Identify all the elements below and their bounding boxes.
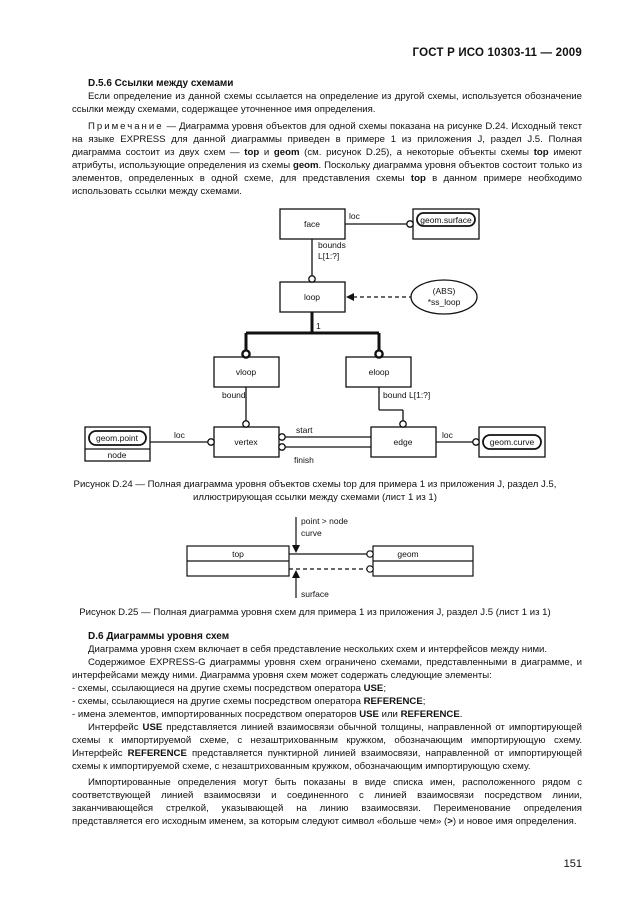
start-label: start xyxy=(296,425,313,435)
figure-d24-diagram: face loop vloop eloop vertex edge geom.s… xyxy=(84,208,546,465)
section-title-d6: D.6 Диаграммы уровня схем xyxy=(88,631,230,642)
arrowhead xyxy=(292,545,300,553)
paragraph: Интерфейс USE представляется линией взаи… xyxy=(72,722,583,772)
vloop-label: vloop xyxy=(236,367,257,377)
geom-curve-label: geom.curve xyxy=(490,437,535,447)
geom-point-label: geom.point xyxy=(96,433,139,443)
use-end-circle xyxy=(366,550,374,558)
eloop-label: eloop xyxy=(369,367,390,377)
vertex-label: vertex xyxy=(234,437,258,447)
arrowhead xyxy=(292,570,300,578)
surface-label: surface xyxy=(301,589,329,599)
page-header: ГОСТ Р ИСО 10303-11 — 2009 xyxy=(412,47,582,59)
ref-oval-geom-point xyxy=(88,430,147,446)
loop-label: loop xyxy=(304,292,320,302)
relation-end-circle xyxy=(278,433,286,441)
ref-box-geom-point xyxy=(84,426,151,462)
relation-end-circle xyxy=(406,220,414,228)
ref-oval-geom-curve xyxy=(482,434,542,450)
relation-end-circle xyxy=(399,420,407,428)
paragraph: Содержимое EXPRESS-G диаграммы уровня сх… xyxy=(72,657,582,681)
abs-label: (ABS) xyxy=(433,286,456,296)
bounds-label: bounds xyxy=(318,240,346,250)
list-item: - имена элементов, импортированных посре… xyxy=(72,709,463,720)
bounds-cardinality: L[1:?] xyxy=(318,251,339,261)
relation-end-circle xyxy=(308,275,316,283)
loc-label: loc xyxy=(442,430,454,440)
note-paragraph: Примечание — Диаграмма уровня объектов д… xyxy=(72,121,582,197)
schema-geom-label: geom xyxy=(397,549,418,559)
face-label: face xyxy=(304,219,320,229)
schema-top-label: top xyxy=(232,549,244,559)
page-number: 151 xyxy=(563,858,582,870)
edge-label: edge xyxy=(394,437,413,447)
section-d6: D.6 Диаграммы уровня схем Диаграмма уров… xyxy=(72,630,582,828)
relation-end-circle xyxy=(278,443,286,451)
figure-d24-caption: Рисунок D.24 — Полная диаграмма уровня о… xyxy=(73,479,557,503)
list-item: - схемы, ссылающиеся на другие схемы пос… xyxy=(72,696,426,707)
finish-label: finish xyxy=(294,455,314,465)
ss-loop-label: *ss_loop xyxy=(428,297,461,307)
subtype-end-circle xyxy=(241,349,251,359)
arrowhead xyxy=(346,293,354,301)
bound-label: bound xyxy=(222,390,246,400)
geom-surface-label: geom.surface xyxy=(420,215,472,225)
relation-end-circle xyxy=(242,420,250,428)
point-node-label: point > node xyxy=(301,516,348,526)
ref-oval-geom-surface xyxy=(416,212,476,227)
note-label: Примечание xyxy=(88,121,164,132)
loc-label: loc xyxy=(349,211,361,221)
section-title-d56: D.5.6 Ссылки между схемами xyxy=(88,78,234,89)
paragraph: Диаграмма уровня схем включает в себя пр… xyxy=(88,644,548,655)
cardinality-one: 1 xyxy=(316,321,321,331)
node-label: node xyxy=(108,450,127,460)
bound-list-label: bound L[1:?] xyxy=(383,390,430,400)
loc-label: loc xyxy=(174,430,186,440)
section-d56: D.5.6 Ссылки между схемами Если определе… xyxy=(72,77,582,198)
relation-end-circle xyxy=(207,438,215,446)
paragraph: Импортированные определения могут быть п… xyxy=(72,777,582,827)
paragraph: Если определение из данной схемы ссылает… xyxy=(72,91,582,115)
figure-d25-caption: Рисунок D.25 — Полная диаграмма уровня с… xyxy=(79,607,551,618)
subtype-end-circle xyxy=(374,349,384,359)
curve-label: curve xyxy=(301,528,322,538)
list-item: - схемы, ссылающиеся на другие схемы пос… xyxy=(72,683,386,694)
reference-end-circle xyxy=(366,565,374,573)
figure-d25-diagram: top geom point > node curve surface xyxy=(186,516,474,599)
relation-end-circle xyxy=(472,438,480,446)
